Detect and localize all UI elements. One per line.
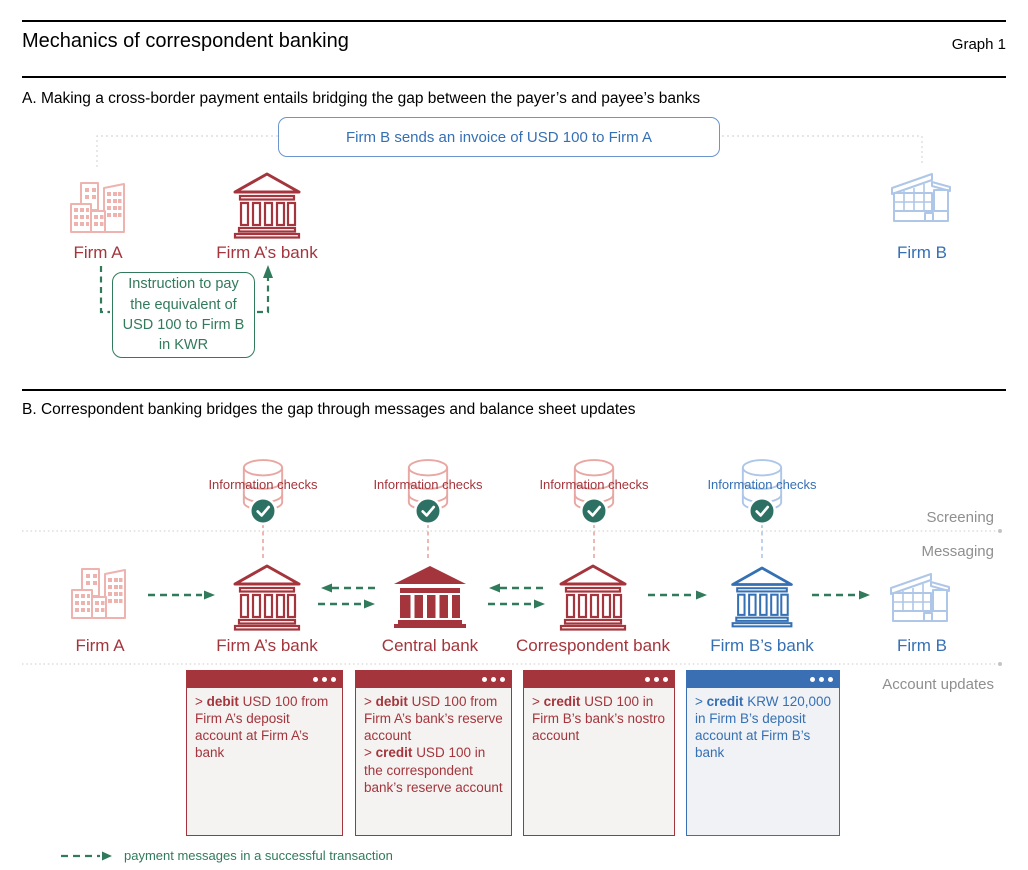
firm-b-bank-icon	[728, 565, 796, 628]
instruction-arrowhead	[263, 265, 273, 278]
graph-number-label: Graph 1	[951, 36, 1006, 53]
check-icon	[747, 496, 777, 526]
panel-b-heading: B. Correspondent banking bridges the gap…	[22, 401, 636, 418]
terminal-header	[186, 670, 343, 688]
entity-label-central-bank: Central bank	[381, 636, 479, 655]
firm-a-buildings-icon	[67, 180, 129, 238]
check-drop-lines	[262, 524, 763, 561]
firm-a-bank-label: Firm A’s bank	[216, 243, 318, 262]
panel-a-heading: A. Making a cross-border payment entails…	[22, 90, 701, 107]
dotted-line-end-dot	[998, 529, 1002, 533]
window-dots-icon	[313, 676, 318, 682]
firm-b-factory-icon	[889, 167, 955, 225]
information-checks-label: Information checks	[539, 477, 649, 492]
account-updates-row-label: Account updates	[882, 676, 994, 693]
dotted-line-end-dot	[998, 662, 1002, 666]
ledger-entry: > debit USD 100 from Firm A’s deposit ac…	[195, 694, 329, 761]
correspondent-bank-icon	[556, 563, 630, 631]
window-dots-icon	[810, 676, 815, 682]
firm-a-buildings-icon	[68, 566, 130, 624]
account-update-box-firm-b-bank: > credit KRW 120,000 in Firm B’s deposit…	[686, 670, 840, 836]
messaging-row-label: Messaging	[921, 543, 994, 560]
central-bank-icon	[390, 564, 470, 628]
instruction-callout-text: Instruction to pay the equivalent of USD…	[122, 276, 245, 354]
check-icon	[248, 496, 278, 526]
check-icon	[579, 496, 609, 526]
firm-b-label: Firm B	[896, 243, 948, 262]
information-checks-label: Information checks	[373, 477, 483, 492]
entity-label-firm-a: Firm A	[75, 636, 125, 655]
ledger-entry: > credit USD 100 in the correspondent ba…	[364, 745, 503, 795]
firm-b-factory-icon	[888, 567, 954, 625]
entity-label-firm-b: Firm B	[896, 636, 948, 655]
ledger-entry: > credit USD 100 in Firm B’s bank’s nost…	[532, 694, 666, 744]
account-update-box-central-bank: > debit USD 100 from Firm A’s bank’s res…	[355, 670, 512, 836]
account-update-box-firm-a-bank: > debit USD 100 from Firm A’s deposit ac…	[186, 670, 343, 836]
top-rule	[22, 20, 1006, 22]
panel-divider-rule	[22, 389, 1006, 391]
title-rule	[22, 76, 1006, 78]
check-icon	[413, 496, 443, 526]
firm-a-bank-icon	[230, 171, 304, 239]
screening-row-label: Screening	[926, 509, 994, 526]
invoice-callout: Firm B sends an invoice of USD 100 to Fi…	[278, 117, 720, 157]
terminal-body: > credit USD 100 in Firm B’s bank’s nost…	[523, 688, 675, 836]
terminal-body: > debit USD 100 from Firm A’s deposit ac…	[186, 688, 343, 836]
ledger-entry: > credit KRW 120,000 in Firm B’s deposit…	[695, 694, 831, 761]
legend-dashed-arrow-icon	[61, 851, 112, 861]
figure-title: Mechanics of correspondent banking	[22, 30, 349, 52]
entity-label-firm-b-bank: Firm B’s bank	[710, 636, 814, 655]
terminal-body: > debit USD 100 from Firm A’s bank’s res…	[355, 688, 512, 836]
ledger-entry: > debit USD 100 from Firm A’s bank’s res…	[364, 694, 503, 744]
legend-text: payment messages in a successful transac…	[124, 848, 393, 863]
terminal-body: > credit KRW 120,000 in Firm B’s deposit…	[686, 688, 840, 836]
terminal-header	[355, 670, 512, 688]
terminal-header	[523, 670, 675, 688]
firm-a-bank-icon	[230, 563, 304, 631]
firm-a-label: Firm A	[73, 243, 123, 262]
entity-label-firm-a-bank: Firm A’s bank	[216, 636, 318, 655]
instruction-callout: Instruction to pay the equivalent of USD…	[112, 272, 255, 358]
window-dots-icon	[482, 676, 487, 682]
terminal-header	[686, 670, 840, 688]
information-checks-label: Information checks	[208, 477, 318, 492]
entity-label-correspondent-bank: Correspondent bank	[515, 636, 671, 655]
information-checks-label: Information checks	[707, 477, 817, 492]
window-dots-icon	[645, 676, 650, 682]
invoice-callout-text: Firm B sends an invoice of USD 100 to Fi…	[346, 128, 652, 146]
account-update-box-correspondent-bank: > credit USD 100 in Firm B’s bank’s nost…	[523, 670, 675, 836]
